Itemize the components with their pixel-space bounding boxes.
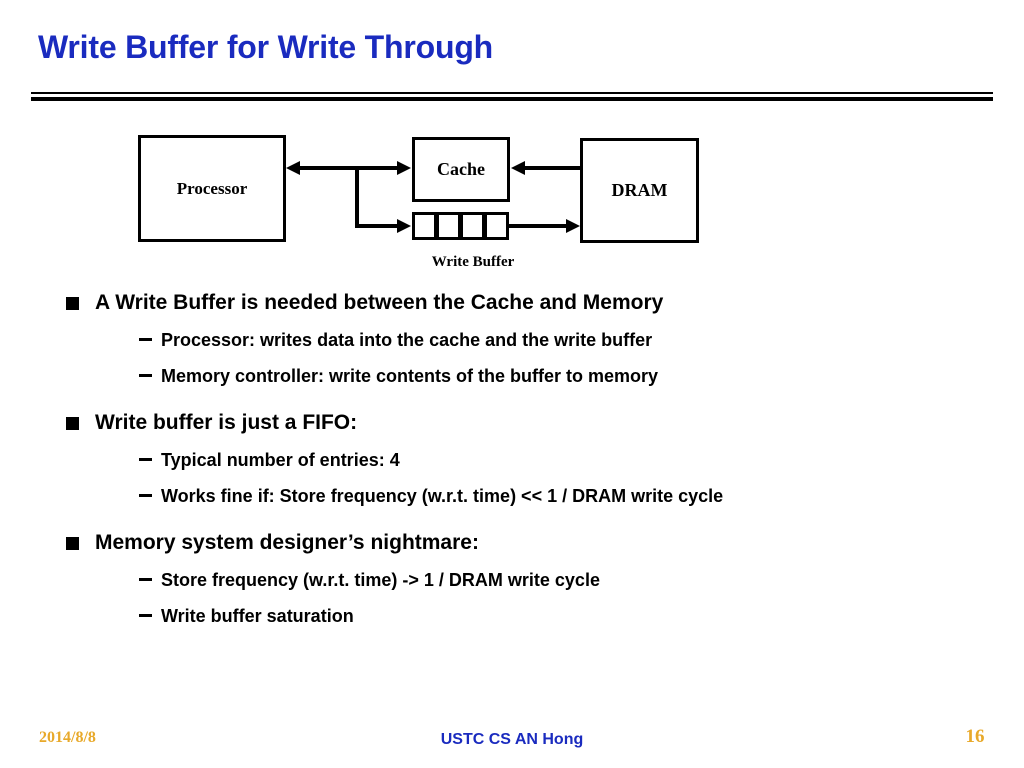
group-spacer (0, 400, 1024, 410)
processor-box: Processor (138, 135, 286, 242)
write-buffer-cell (484, 212, 509, 240)
footer-attribution: USTC CS AN Hong (440, 731, 584, 748)
dash-bullet-icon (139, 614, 152, 617)
dash-bullet-icon (139, 494, 152, 497)
write-buffer-cell (460, 212, 485, 240)
processor-cache-arrowhead-right (397, 161, 411, 175)
dash-bullet-icon (139, 338, 152, 341)
bullet-subitem-text: Typical number of entries: 4 (161, 450, 400, 470)
bullet-group: Memory system designer’s nightmare: Stor… (0, 530, 1024, 640)
bullet-subitem-text: Works fine if: Store frequency (w.r.t. t… (161, 486, 724, 506)
dash-bullet-icon (139, 578, 152, 581)
bullet-heading-text: A Write Buffer is needed between the Cac… (95, 291, 664, 314)
bullet-subitem: Write buffer saturation (0, 604, 1024, 640)
footer-page-number: 16 (965, 726, 985, 747)
title-divider (31, 92, 993, 101)
cache-box: Cache (412, 137, 510, 202)
dash-bullet-icon (139, 374, 152, 377)
group-spacer (0, 520, 1024, 530)
processor-box-label: Processor (176, 178, 248, 198)
title-divider-thick-line (31, 97, 993, 101)
bullet-heading-text: Memory system designer’s nightmare: (95, 531, 479, 554)
write-buffer-cell (436, 212, 461, 240)
bullet-group: A Write Buffer is needed between the Cac… (0, 290, 1024, 400)
processor-cache-arrowhead-left (286, 161, 300, 175)
bullet-subitem: Typical number of entries: 4 (0, 448, 1024, 484)
dram-box-label: DRAM (611, 180, 668, 200)
processor-write-buffer-arrowhead (397, 219, 411, 233)
slide-body: A Write Buffer is needed between the Cac… (0, 290, 1024, 640)
bullet-subitem: Processor: writes data into the cache an… (0, 328, 1024, 364)
bullet-heading-text: Write buffer is just a FIFO: (95, 411, 358, 434)
bullet-subitem-text: Store frequency (w.r.t. time) -> 1 / DRA… (161, 570, 600, 590)
bullet-subitem: Works fine if: Store frequency (w.r.t. t… (0, 484, 1024, 520)
dram-cache-arrowhead (511, 161, 525, 175)
bullet-subitem-text: Processor: writes data into the cache an… (161, 330, 653, 350)
square-bullet-icon (66, 537, 79, 550)
write-buffer-label: Write Buffer (431, 254, 515, 270)
footer-date: 2014/8/8 (39, 729, 96, 746)
square-bullet-icon (66, 417, 79, 430)
bullet-heading: Memory system designer’s nightmare: (0, 530, 1024, 568)
write-buffer-dram-arrowhead (566, 219, 580, 233)
write-buffer-cell (412, 212, 437, 240)
bullet-group: Write buffer is just a FIFO: Typical num… (0, 410, 1024, 520)
bullet-subitem-text: Memory controller: write contents of the… (161, 366, 659, 386)
dram-box: DRAM (580, 138, 699, 243)
page-title: Write Buffer for Write Through (38, 29, 494, 65)
dash-bullet-icon (139, 458, 152, 461)
bullet-subitem: Memory controller: write contents of the… (0, 364, 1024, 400)
title-divider-thin-line (31, 92, 993, 94)
cache-box-label: Cache (437, 159, 485, 179)
bullet-heading: Write buffer is just a FIFO: (0, 410, 1024, 448)
bullet-subitem: Store frequency (w.r.t. time) -> 1 / DRA… (0, 568, 1024, 604)
square-bullet-icon (66, 297, 79, 310)
bullet-subitem-text: Write buffer saturation (161, 606, 354, 626)
bullet-heading: A Write Buffer is needed between the Cac… (0, 290, 1024, 328)
